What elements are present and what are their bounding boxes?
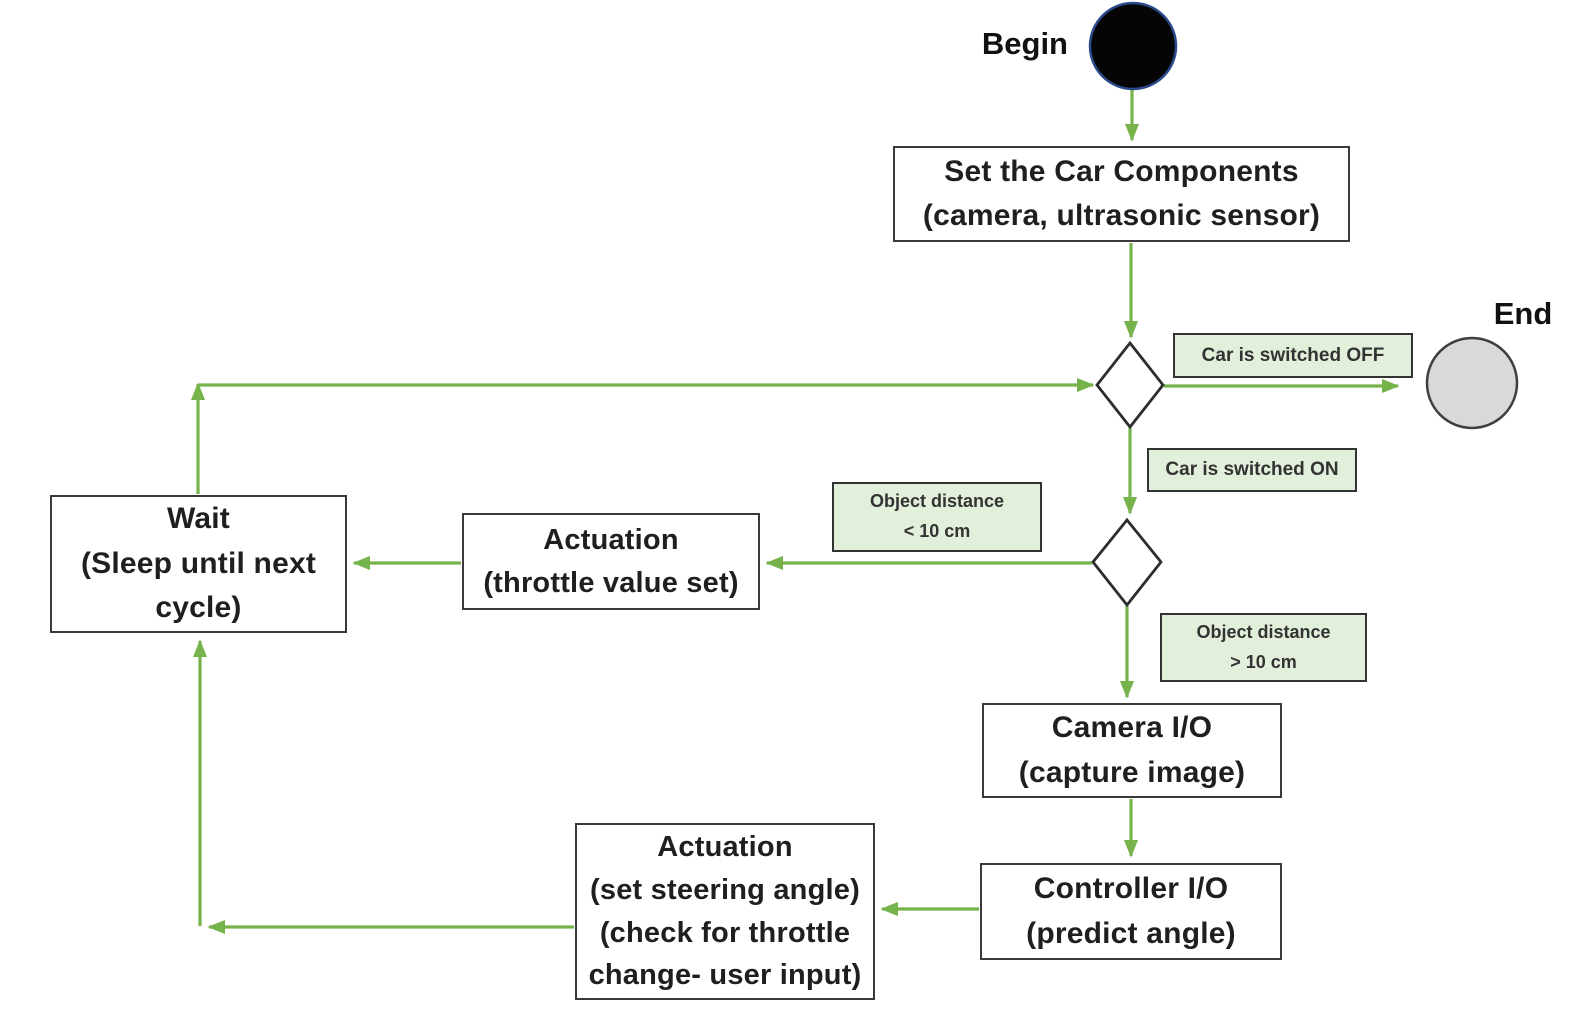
actuation-steering-line3: (check for throttle	[599, 916, 851, 949]
object-distance-gt-line2: > 10 cm	[1230, 651, 1297, 672]
wait-line2: (Sleep until next	[80, 546, 317, 580]
begin-terminator-circle	[1088, 1, 1178, 91]
wait-line1: Wait	[166, 502, 230, 536]
car-switched-off-label: Car is switched OFF	[1173, 333, 1413, 378]
actuation-steering-node: Actuation (set steering angle) (check fo…	[575, 823, 875, 1000]
object-distance-lt-line2: < 10 cm	[903, 521, 971, 541]
camera-io-line2: (capture image)	[1018, 755, 1246, 789]
controller-io-node: Controller I/O (predict angle)	[980, 863, 1282, 960]
begin-label: Begin	[981, 26, 1068, 61]
decision2-object-distance-diamond	[1091, 517, 1163, 608]
camera-io-line1: Camera I/O	[1051, 711, 1213, 745]
controller-io-line2: (predict angle)	[1026, 916, 1236, 950]
actuation-throttle-line2: (throttle value set)	[483, 566, 739, 599]
object-distance-gt-line1: Object distance	[1196, 621, 1331, 642]
actuation-throttle-line1: Actuation	[543, 523, 679, 556]
controller-io-line1: Controller I/O	[1033, 872, 1229, 906]
set-components-node: Set the Car Components (camera, ultrason…	[893, 146, 1350, 242]
actuation-throttle-node: Actuation (throttle value set)	[462, 513, 760, 610]
actuation-steering-line1: Actuation	[657, 830, 793, 863]
end-terminator-circle	[1425, 336, 1519, 430]
set-components-line1: Set the Car Components	[944, 154, 1299, 188]
camera-io-node: Camera I/O (capture image)	[982, 703, 1282, 798]
flow-edges	[190, 90, 1400, 935]
car-switched-on-label: Car is switched ON	[1147, 448, 1357, 492]
wait-line3: cycle)	[155, 591, 242, 625]
end-label: End	[1493, 296, 1553, 331]
actuation-steering-line4: change- user input)	[588, 959, 862, 992]
decision1-car-switch-diamond	[1095, 340, 1165, 430]
object-distance-lt-line1: Object distance	[869, 491, 1005, 512]
object-distance-lt-label: Object distance < 10 cm	[832, 482, 1042, 552]
wait-node: Wait (Sleep until next cycle)	[50, 495, 347, 633]
actuation-steering-line2: (set steering angle)	[590, 873, 860, 906]
set-components-line2: (camera, ultrasonic sensor)	[922, 199, 1321, 232]
object-distance-gt-label: Object distance > 10 cm	[1160, 613, 1367, 682]
